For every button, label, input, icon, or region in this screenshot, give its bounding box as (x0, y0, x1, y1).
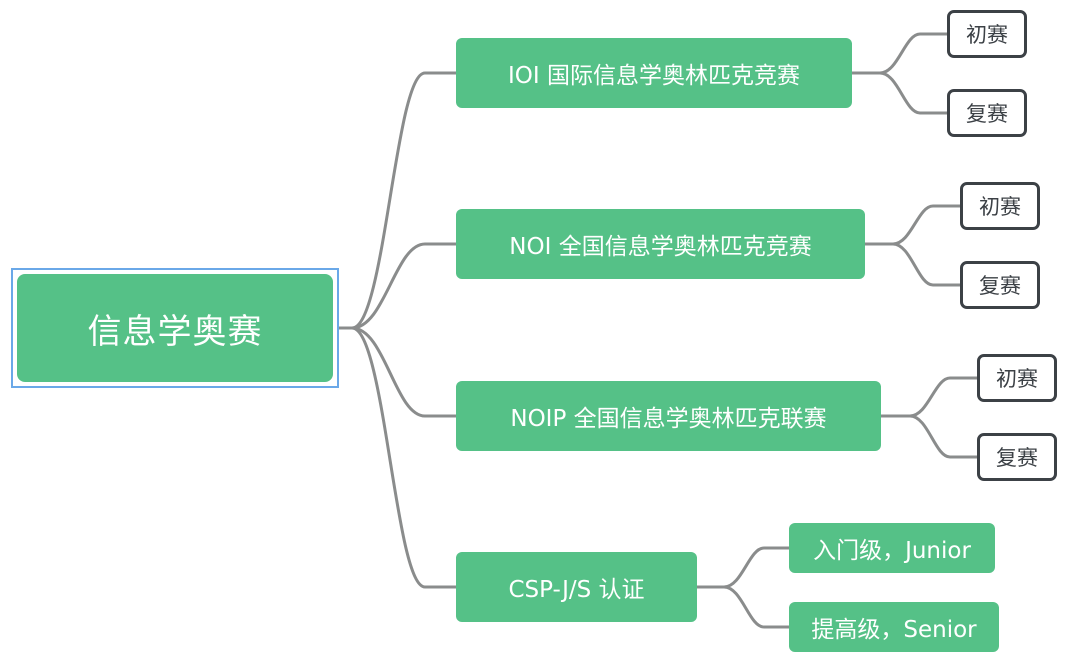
connector-root-branch-4 (337, 326, 458, 589)
leaf-topic-label: 提高级，Senior (811, 617, 977, 643)
leaf-topic-csp-senior[interactable]: 提高级，Senior (789, 602, 999, 652)
leaf-topic-label: 复赛 (996, 446, 1038, 470)
leaf-topic-label: 复赛 (966, 102, 1008, 126)
branch-topic-label: IOI 国际信息学奥林匹克竞赛 (508, 63, 800, 89)
leaf-topic-label: 初赛 (996, 367, 1038, 391)
connector-root-branch-1 (337, 71, 458, 330)
branch-topic-ioi[interactable]: IOI 国际信息学奥林匹克竞赛 (456, 38, 852, 108)
connector-branch-4-leaf-2 (695, 585, 791, 629)
leaf-topic-noi-preliminary[interactable]: 初赛 (960, 182, 1040, 230)
leaf-topic-label: 初赛 (966, 23, 1008, 47)
branch-topic-label: NOIP 全国信息学奥林匹克联赛 (510, 406, 827, 432)
leaf-topic-label: 复赛 (979, 274, 1021, 298)
connector-branch-1-leaf-2 (850, 71, 949, 115)
leaf-topic-csp-junior[interactable]: 入门级，Junior (789, 523, 995, 573)
connector-root-branch-3 (337, 326, 458, 418)
branch-topic-label: CSP-J/S 认证 (508, 577, 645, 603)
root-selection-frame (11, 268, 339, 388)
root-topic-label: 信息学奥赛 (87, 311, 263, 352)
leaf-topic-noip-final[interactable]: 复赛 (977, 433, 1057, 481)
connector-branch-2-leaf-2 (863, 242, 962, 287)
connector-branch-1-leaf-1 (850, 32, 949, 75)
branch-topic-csp[interactable]: CSP-J/S 认证 (456, 552, 697, 622)
leaf-topic-label: 入门级，Junior (813, 538, 971, 564)
branch-topic-noip[interactable]: NOIP 全国信息学奥林匹克联赛 (456, 381, 881, 451)
connector-branch-3-leaf-1 (879, 376, 979, 418)
connector-branch-4-leaf-1 (695, 546, 791, 589)
leaf-topic-ioi-final[interactable]: 复赛 (947, 89, 1027, 137)
connector-branch-3-leaf-2 (879, 414, 979, 459)
leaf-topic-ioi-preliminary[interactable]: 初赛 (947, 10, 1027, 58)
leaf-topic-noip-preliminary[interactable]: 初赛 (977, 354, 1057, 402)
connector-root-branch-2 (337, 242, 458, 330)
leaf-topic-label: 初赛 (979, 195, 1021, 219)
branch-topic-noi[interactable]: NOI 全国信息学奥林匹克竞赛 (456, 209, 865, 279)
branch-topic-label: NOI 全国信息学奥林匹克竞赛 (509, 234, 812, 260)
root-topic[interactable]: 信息学奥赛 (17, 274, 333, 382)
connector-branch-2-leaf-1 (863, 204, 962, 246)
leaf-topic-noi-final[interactable]: 复赛 (960, 261, 1040, 309)
